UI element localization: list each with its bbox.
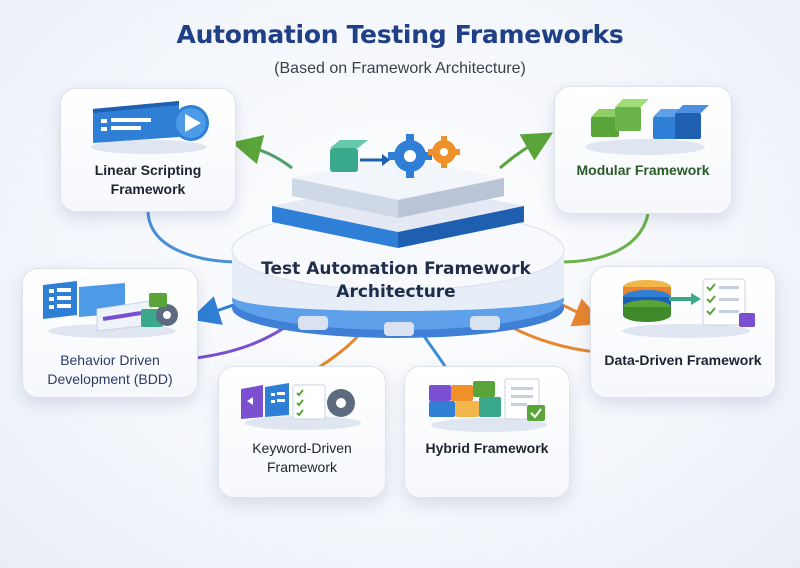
- node-hybrid[interactable]: Hybrid Framework: [404, 366, 570, 498]
- script-play-icon: [91, 101, 209, 154]
- curve-keyword: [317, 334, 360, 370]
- diagram-subtitle: (Based on Framework Architecture): [274, 60, 526, 77]
- node-bdd-line1: Behavior Driven: [60, 352, 160, 368]
- node-modular[interactable]: Modular Framework: [554, 86, 732, 214]
- node-bdd-label: Behavior Driven Development (BDD): [23, 351, 197, 389]
- node-keyword-label: Keyword-Driven Framework: [219, 439, 385, 477]
- stacked-panels-icon: [272, 156, 524, 282]
- keyword-cards-icon: [241, 383, 361, 430]
- arrow-to-modular: [499, 132, 554, 170]
- center-label: Test Automation Framework Architecture: [238, 258, 554, 304]
- node-bdd[interactable]: Behavior Driven Development (BDD): [22, 268, 198, 398]
- node-linear-line2: Framework: [110, 181, 186, 197]
- node-modular-label: Modular Framework: [555, 161, 731, 180]
- database-checklist-icon: [622, 278, 755, 338]
- node-linear-scripting[interactable]: Linear Scripting Framework: [60, 88, 236, 212]
- diagram-title: Automation Testing Frameworks: [176, 20, 624, 49]
- arrow-to-linear: [231, 135, 293, 170]
- hybrid-blocks-icon: [429, 378, 547, 432]
- node-keyword-driven[interactable]: Keyword-Driven Framework: [218, 366, 386, 498]
- node-data-driven-line1: Data-Driven Framework: [604, 352, 762, 368]
- node-hybrid-label: Hybrid Framework: [405, 439, 569, 458]
- bdd-cards-icon: [43, 281, 178, 338]
- node-linear-label: Linear Scripting Framework: [61, 161, 235, 199]
- orange-gear-icon: [428, 136, 460, 168]
- curve-linear: [146, 211, 241, 264]
- green-cube-icon: [330, 140, 368, 172]
- node-linear-line1: Linear Scripting: [94, 162, 202, 178]
- curve-modular: [559, 213, 650, 264]
- node-bdd-line2: Development (BDD): [47, 371, 173, 387]
- node-data-driven-label: Data-Driven Framework: [591, 351, 775, 370]
- blue-gear-icon: [388, 134, 432, 178]
- node-data-driven[interactable]: Data-Driven Framework: [590, 266, 776, 398]
- node-modular-line1: Modular Framework: [576, 162, 710, 178]
- center-label-line1: Test Automation Framework: [261, 259, 531, 279]
- node-keyword-line1: Keyword-Driven: [252, 440, 352, 456]
- modular-blocks-icon: [585, 99, 709, 155]
- node-keyword-line2: Framework: [266, 459, 337, 475]
- node-hybrid-line1: Hybrid Framework: [425, 440, 549, 456]
- curve-hybrid: [422, 335, 448, 369]
- center-label-line2: Architecture: [336, 282, 456, 302]
